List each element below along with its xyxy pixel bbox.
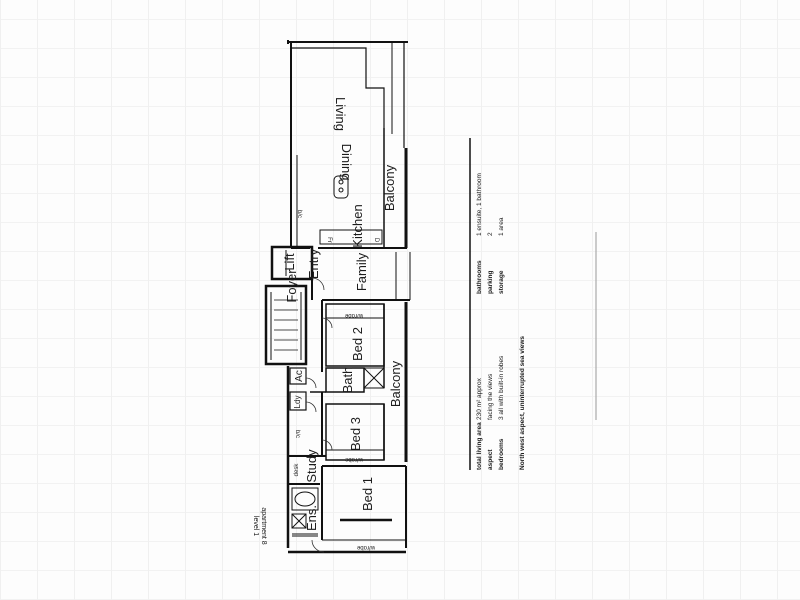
caption-line-2: level 1 (252, 516, 259, 536)
fridge-label: Fr (326, 237, 332, 243)
dishwasher-label: D (373, 238, 379, 243)
spec-right-value-0: 1 ensuite, 1 bathroom (476, 173, 483, 236)
robe-label-bed3: w/robe (344, 456, 364, 462)
room-label-ens: Ens. (304, 505, 319, 531)
spec-right-value-2: 1 area (498, 217, 505, 236)
spec-left-label-2: bedrooms (498, 438, 505, 470)
desk-label: desk (294, 463, 300, 477)
room-label-bed3: Bed 3 (348, 417, 363, 451)
plan-caption: apartment 8 level 1 (252, 507, 267, 544)
spec-left-value-0: 230 m² approx (476, 377, 483, 420)
room-label-ldy: Ldy (293, 396, 302, 409)
room-label-bed1: Bed 1 (360, 477, 375, 511)
room-label-bath: Bath (340, 367, 355, 394)
kitchen-island (319, 175, 383, 245)
specs-panel: total living area 230 m² approx aspect f… (469, 138, 597, 470)
stair-treads (274, 299, 298, 351)
walls (264, 40, 411, 554)
bic-label-mid: b/c (294, 430, 300, 438)
bic-label-top: b/c (296, 210, 302, 218)
room-label-bed2: Bed 2 (350, 327, 365, 361)
room-labels: Living Dining Kitchen Balcony Entry Fami… (282, 97, 403, 531)
room-label-balcony-top: Balcony (382, 164, 397, 211)
room-label-lift: Lift (282, 253, 297, 271)
spec-left-value-1: facing the views (487, 373, 494, 420)
room-label-dining: Dining (339, 144, 354, 181)
spec-right-value-1: 2 (487, 232, 494, 236)
spec-right-label-0: bathrooms (476, 260, 483, 294)
spec-left-value-2: 3 all with built-in robes (498, 355, 505, 420)
room-label-living: Living (333, 97, 348, 131)
robe-label-bed2: w/robe (344, 312, 364, 318)
room-label-ac: Ac (294, 370, 305, 382)
spec-footnote: North west aspect, uninterrupted sea vie… (519, 336, 526, 470)
spec-right-label-1: parking (487, 270, 494, 294)
room-label-family: Family (354, 252, 369, 291)
spec-left-label-0: total living area (476, 422, 483, 470)
room-label-study: Study (304, 449, 319, 483)
room-label-kitchen: Kitchen (350, 204, 365, 247)
room-label-foyer: Foyer (284, 269, 299, 303)
robe-label-bed1: w/robe (356, 544, 376, 550)
spec-left-label-1: aspect (487, 449, 494, 470)
door-swings (305, 277, 333, 553)
room-label-entry: Entry (306, 248, 321, 279)
spec-right-label-2: storage (498, 270, 505, 294)
caption-line-1: apartment 8 (260, 507, 267, 544)
small-annotations: b/c b/c w/robe w/robe w/robe desk Fr D (294, 210, 379, 550)
room-label-balcony-mid: Balcony (388, 360, 403, 407)
